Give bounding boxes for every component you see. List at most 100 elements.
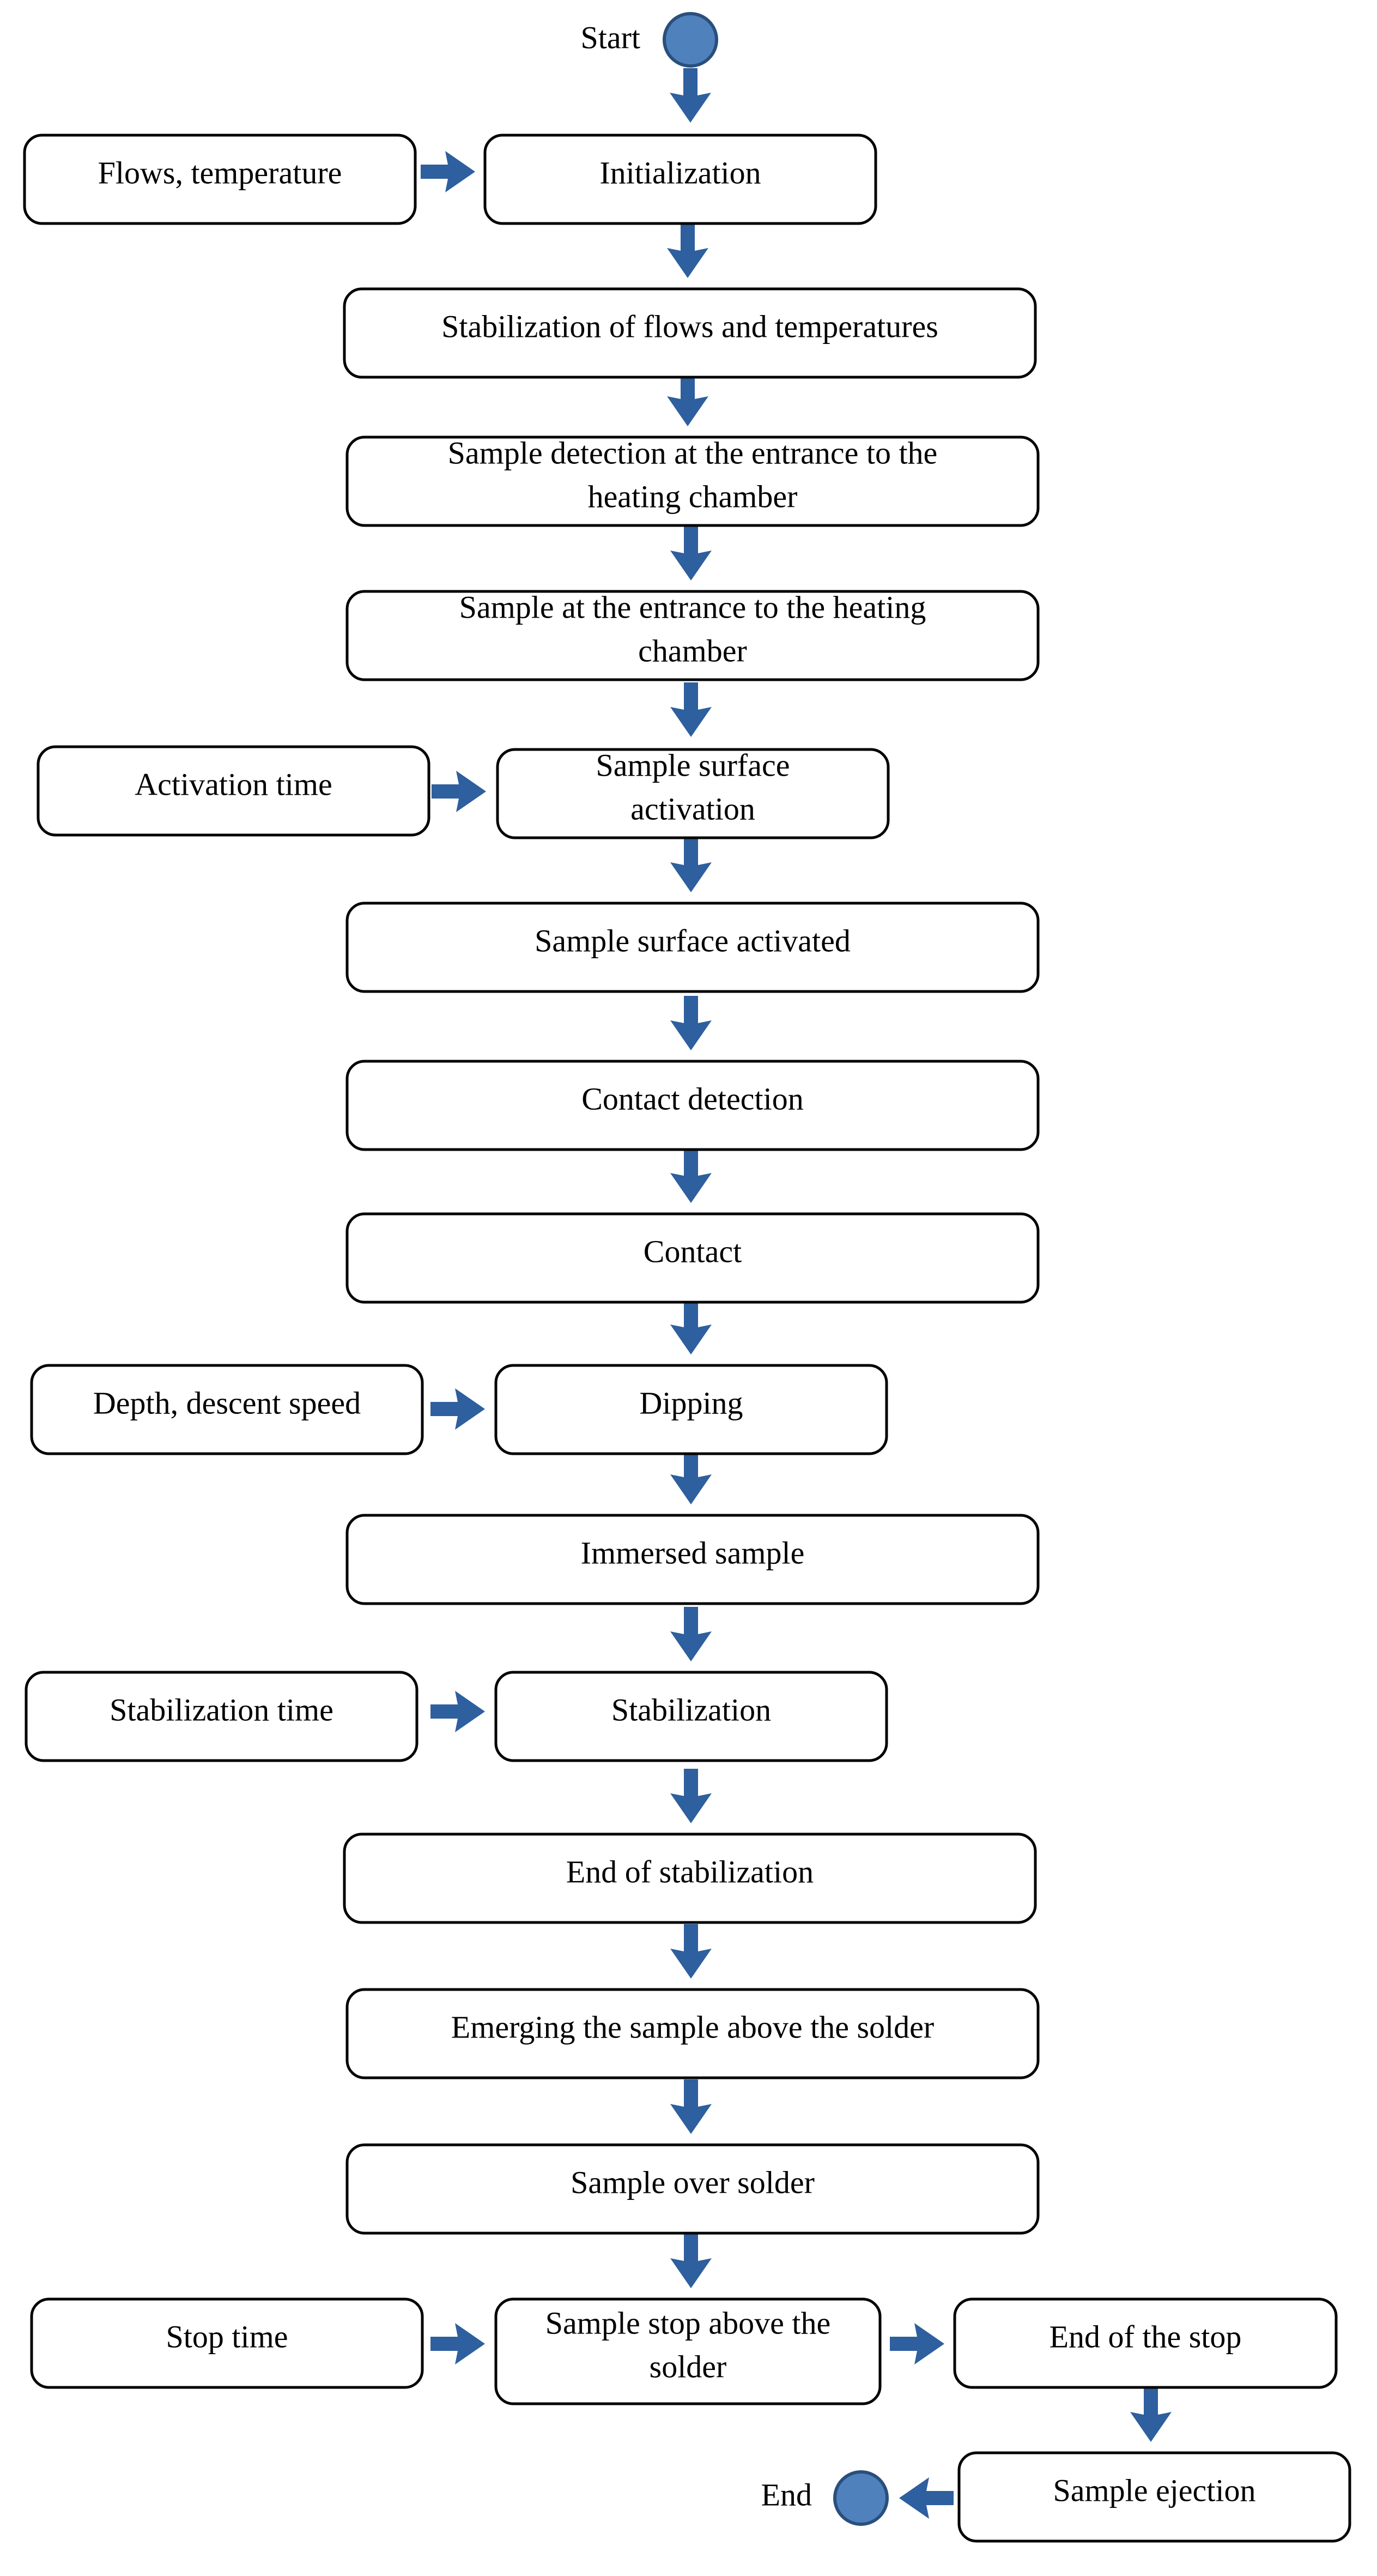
arrow-shape	[670, 996, 712, 1050]
step-box	[345, 436, 1040, 527]
arrow-shape	[430, 1388, 485, 1430]
step-stab-input: Stabilization time	[25, 1671, 418, 1762]
step-at-entrance: Sample at the entrance to the heatingcha…	[345, 589, 1040, 681]
arrow-shape	[667, 223, 708, 278]
flow-arrow-down	[670, 68, 711, 123]
step-end-stab: End of stabilization	[343, 1833, 1037, 1924]
flow-arrow-right	[421, 151, 475, 192]
step-box	[345, 902, 1040, 993]
flow-arrow-down	[670, 1300, 712, 1354]
arrow-shape	[670, 526, 712, 580]
step-label: Activation time	[135, 766, 332, 802]
flow-arrow-down	[1130, 2387, 1172, 2442]
step-label: Sample surface	[596, 747, 790, 783]
step-dip-input: Depth, descent speed	[30, 1364, 424, 1455]
arrow-shape	[890, 2323, 944, 2365]
step-label: Stabilization of flows and temperatures	[441, 309, 938, 344]
step-box	[494, 2297, 882, 2405]
arrow-shape	[421, 151, 475, 192]
step-label: Stabilization time	[110, 1692, 333, 1727]
step-box	[30, 2297, 424, 2389]
step-ejection: Sample ejection	[957, 2451, 1351, 2543]
step-over-solder: Sample over solder	[345, 2143, 1040, 2235]
flow-arrow-right	[430, 1691, 485, 1732]
flow-arrow-down	[670, 1769, 712, 1823]
step-box	[496, 748, 890, 839]
arrow-shape	[430, 2323, 485, 2365]
arrow-shape	[667, 372, 708, 426]
flow-arrow-down	[670, 838, 712, 892]
step-label: Emerging the sample above the solder	[451, 2009, 934, 2045]
step-emerging: Emerging the sample above the solder	[345, 1988, 1040, 2079]
step-box	[345, 1060, 1040, 1151]
step-box	[345, 1514, 1040, 1605]
step-dipping: Dipping	[494, 1364, 888, 1455]
step-box	[345, 590, 1040, 681]
start-label: Start	[580, 20, 640, 55]
step-contact: Contact	[345, 1212, 1040, 1304]
step-box	[494, 1671, 888, 1762]
flow-arrow-right	[432, 771, 486, 812]
step-label: Sample over solder	[571, 2164, 815, 2200]
step-label: chamber	[638, 633, 747, 668]
step-label: Initialization	[599, 155, 761, 190]
step-label: End of the stop	[1050, 2319, 1242, 2354]
flow-arrow-right	[890, 2323, 944, 2365]
step-box	[345, 1988, 1040, 2079]
step-contact-detect: Contact detection	[345, 1060, 1040, 1151]
step-label: Sample detection at the entrance to the	[448, 435, 938, 470]
step-label: Stop time	[166, 2319, 288, 2354]
step-label: heating chamber	[588, 479, 798, 514]
arrow-shape	[670, 1769, 712, 1823]
arrow-shape	[670, 2079, 712, 2134]
step-init-input: Flows, temperature	[23, 134, 417, 225]
step-label: Stabilization	[611, 1692, 771, 1727]
flow-arrow-down	[670, 1148, 712, 1203]
flow-arrow-down	[670, 682, 712, 737]
step-box	[953, 2297, 1338, 2389]
flow-arrow-down	[670, 1450, 712, 1504]
arrow-shape	[899, 2477, 954, 2519]
arrow-shape	[670, 2234, 712, 2288]
step-box	[23, 134, 417, 225]
end-terminal	[833, 2470, 889, 2526]
step-label: Depth, descent speed	[93, 1385, 361, 1420]
arrow-shape	[670, 838, 712, 892]
flow-arrow-down	[670, 526, 712, 580]
step-stabilization: Stabilization	[494, 1671, 888, 1762]
step-label: Sample stop above the	[545, 2305, 831, 2341]
step-box	[494, 1364, 888, 1455]
arrow-shape	[670, 1450, 712, 1504]
step-label: activation	[630, 791, 755, 826]
flow-steps: Flows, temperature InitializationStabiliz…	[23, 134, 1351, 2543]
arrow-shape	[1130, 2387, 1172, 2442]
step-end-stop: End of the stop	[953, 2297, 1338, 2389]
flow-arrow-down	[670, 2079, 712, 2134]
step-activated: Sample surface activated	[345, 902, 1040, 993]
arrow-shape	[670, 682, 712, 737]
flow-arrow-left	[899, 2477, 954, 2519]
arrow-shape	[432, 771, 486, 812]
arrow-shape	[670, 1607, 712, 1661]
step-label: Sample ejection	[1053, 2472, 1255, 2508]
flow-arrow-down	[670, 1924, 712, 1979]
step-box	[37, 745, 430, 837]
flow-arrows	[421, 68, 1172, 2519]
arrow-shape	[670, 1148, 712, 1203]
end-label: End	[761, 2477, 812, 2512]
flow-arrow-right	[430, 1388, 485, 1430]
step-stab-flows: Stabilization of flows and temperatures	[343, 287, 1037, 379]
step-label: Dipping	[639, 1385, 743, 1420]
step-label: Flows, temperature	[98, 155, 342, 190]
step-detect-entrance: Sample detection at the entrance to the h…	[345, 435, 1040, 527]
step-box	[30, 1364, 424, 1455]
step-label: Contact detection	[581, 1081, 803, 1116]
step-box	[483, 134, 877, 225]
terminals: Start End	[580, 12, 889, 2526]
step-box	[957, 2451, 1351, 2543]
step-box	[345, 2143, 1040, 2235]
flow-arrow-down	[667, 223, 708, 278]
arrow-shape	[670, 1924, 712, 1979]
